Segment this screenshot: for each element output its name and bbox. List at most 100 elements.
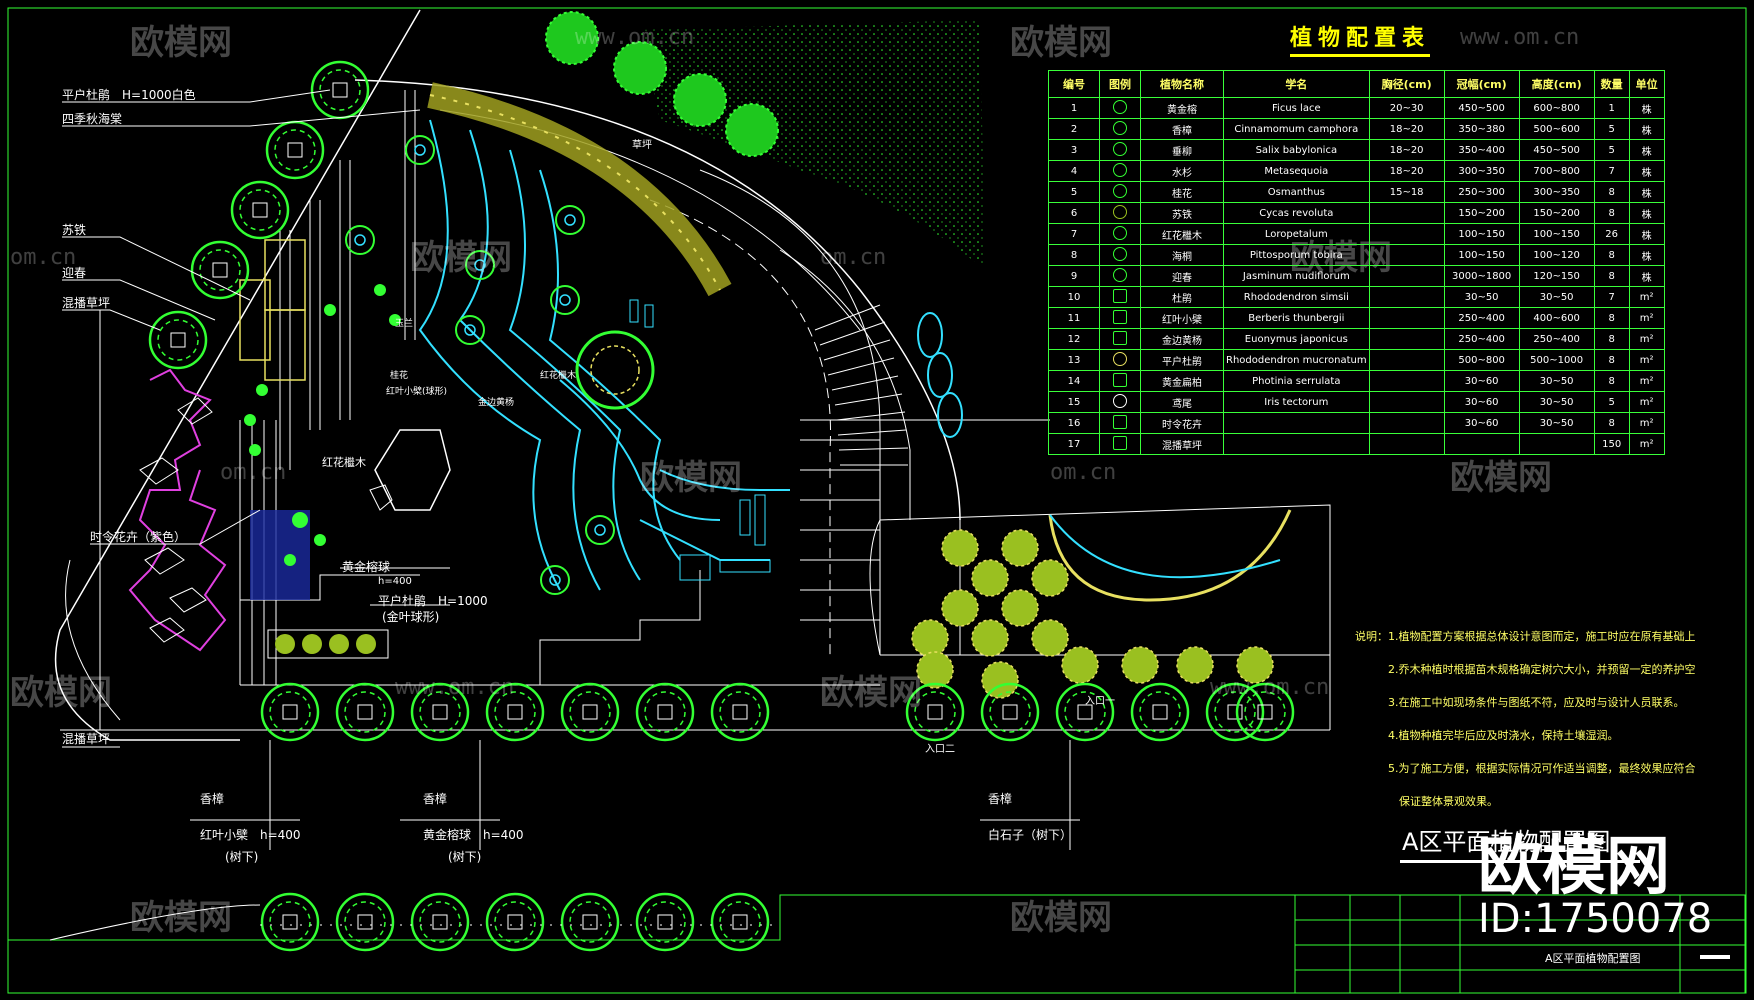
watermark-6: 欧模网 [1450, 458, 1552, 498]
table-cell: 100~150 [1443, 223, 1520, 245]
table-cell: 15 [1048, 391, 1100, 413]
drawing-frame [7, 7, 1747, 994]
table-cell: 1 [1593, 97, 1630, 119]
table-cell: Salix babylonica [1223, 139, 1370, 161]
table-cell: 鸢尾 [1140, 391, 1224, 413]
table-cell: 6 [1048, 202, 1100, 224]
table-cell: 金边黄杨 [1140, 328, 1224, 350]
table-cell: 香樟 [1140, 118, 1224, 140]
label-under-2: (树下) [448, 850, 482, 864]
table-cell: Loropetalum [1223, 223, 1370, 245]
table-cell: 株 [1628, 202, 1665, 224]
table-cell [1368, 307, 1445, 329]
hedge-band-pattern [429, 94, 721, 291]
pavilion-detail [369, 484, 393, 511]
plaza-arc-outer [1048, 509, 1292, 602]
steps-hatch [814, 304, 909, 466]
table-cell: Ficus lace [1223, 97, 1370, 119]
note-line: 2.乔木种植时根据苗木规格确定树穴大小，并预留一定的养护空间，保证植物正常生长 [1387, 663, 1695, 676]
watermark-url-1: www.om.cn [575, 25, 695, 50]
label-tree-2: 香樟 [423, 792, 448, 806]
legend-cell [1099, 433, 1141, 455]
table-cell [1368, 286, 1445, 308]
table-cell: 120~150 [1518, 265, 1595, 287]
table-cell: 8 [1593, 307, 1630, 329]
feature-tree-inner [590, 345, 640, 395]
watermark-8: 欧模网 [820, 673, 922, 713]
watermark-1: 欧模网 [130, 23, 232, 63]
legend-cell [1099, 244, 1141, 266]
legend-cell [1099, 97, 1141, 119]
label-hongji: 红花檵木 [540, 371, 577, 381]
table-cell: 株 [1628, 265, 1665, 287]
table-cell [1368, 202, 1445, 224]
table-cell: 100~120 [1518, 244, 1595, 266]
watermark-url-7: www.om.cn [395, 675, 515, 700]
table-cell: 30~60 [1443, 391, 1520, 413]
table-cell: 12 [1048, 328, 1100, 350]
table-cell: 垂柳 [1140, 139, 1224, 161]
table-cell [1368, 244, 1445, 266]
title-block-name: A区平面植物配置图 [1545, 952, 1641, 965]
design-notes: 说明：1.植物配置方案根据总体设计意图而定，施工时应在原有基础上调整植物配置 2… [1355, 620, 1695, 818]
table-cell: m² [1628, 328, 1665, 350]
table-cell [1368, 391, 1445, 413]
table-cell: 8 [1593, 328, 1630, 350]
table-cell: 株 [1628, 181, 1665, 203]
plant-legend-icon [1113, 246, 1127, 261]
table-cell: 红花檵木 [1140, 223, 1224, 245]
label-shrub-3: 白石子（树下） [988, 828, 1073, 842]
table-header-cell: 高度(cm) [1518, 70, 1595, 98]
legend-cell [1099, 160, 1141, 182]
terrace-outline [539, 570, 701, 685]
road-centerline [649, 199, 831, 655]
table-cell: 30~50 [1518, 412, 1595, 434]
label-tree-3: 香樟 [988, 792, 1013, 806]
table-cell: 8 [1593, 181, 1630, 203]
seasonal-flower-beds [128, 368, 227, 652]
plant-legend-icon [1113, 414, 1127, 429]
table-cell: 100~150 [1443, 244, 1520, 266]
label-jinbian: 金边黄杨 [478, 398, 515, 408]
plant-legend-icon [1113, 267, 1127, 282]
drawing-title-underline [1400, 860, 1640, 863]
table-cell: 黄金榕 [1140, 97, 1224, 119]
label-tree-1: 香樟 [200, 792, 225, 806]
table-cell: 30~50 [1443, 286, 1520, 308]
pergola-beams [239, 239, 306, 381]
table-cell: 250~400 [1443, 328, 1520, 350]
table-cell: 苏铁 [1140, 202, 1224, 224]
table-cell: 250~400 [1443, 307, 1520, 329]
table-cell: 500~600 [1518, 118, 1595, 140]
table-cell: 18~20 [1368, 139, 1445, 161]
table-cell: 1 [1048, 97, 1100, 119]
table-header-cell: 图例 [1099, 70, 1141, 98]
table-cell: 11 [1048, 307, 1100, 329]
table-cell: 350~400 [1443, 139, 1520, 161]
plant-table-title: 植物配置表 [1290, 20, 1431, 57]
path-outer-arc [354, 79, 961, 521]
table-cell: 3000~1800 [1443, 265, 1520, 287]
table-cell: 30~60 [1443, 370, 1520, 392]
table-header-cell: 冠幅(cm) [1443, 70, 1520, 98]
table-cell: Jasminum nudiflorum [1223, 265, 1370, 287]
lower-curb [49, 904, 261, 941]
plant-legend-icon [1113, 162, 1127, 177]
table-cell: 8 [1593, 349, 1630, 371]
table-cell: 海桐 [1140, 244, 1224, 266]
legend-cell [1099, 349, 1141, 371]
legend-cell [1099, 286, 1141, 308]
table-header-cell: 数量 [1593, 70, 1630, 98]
table-cell: 8 [1593, 265, 1630, 287]
watermark-7: 欧模网 [10, 673, 112, 713]
table-cell: Iris tectorum [1223, 391, 1370, 413]
table-cell: 株 [1628, 118, 1665, 140]
label-grass-bottom: 混播草坪 [62, 732, 111, 746]
watermark-5: 欧模网 [640, 458, 742, 498]
